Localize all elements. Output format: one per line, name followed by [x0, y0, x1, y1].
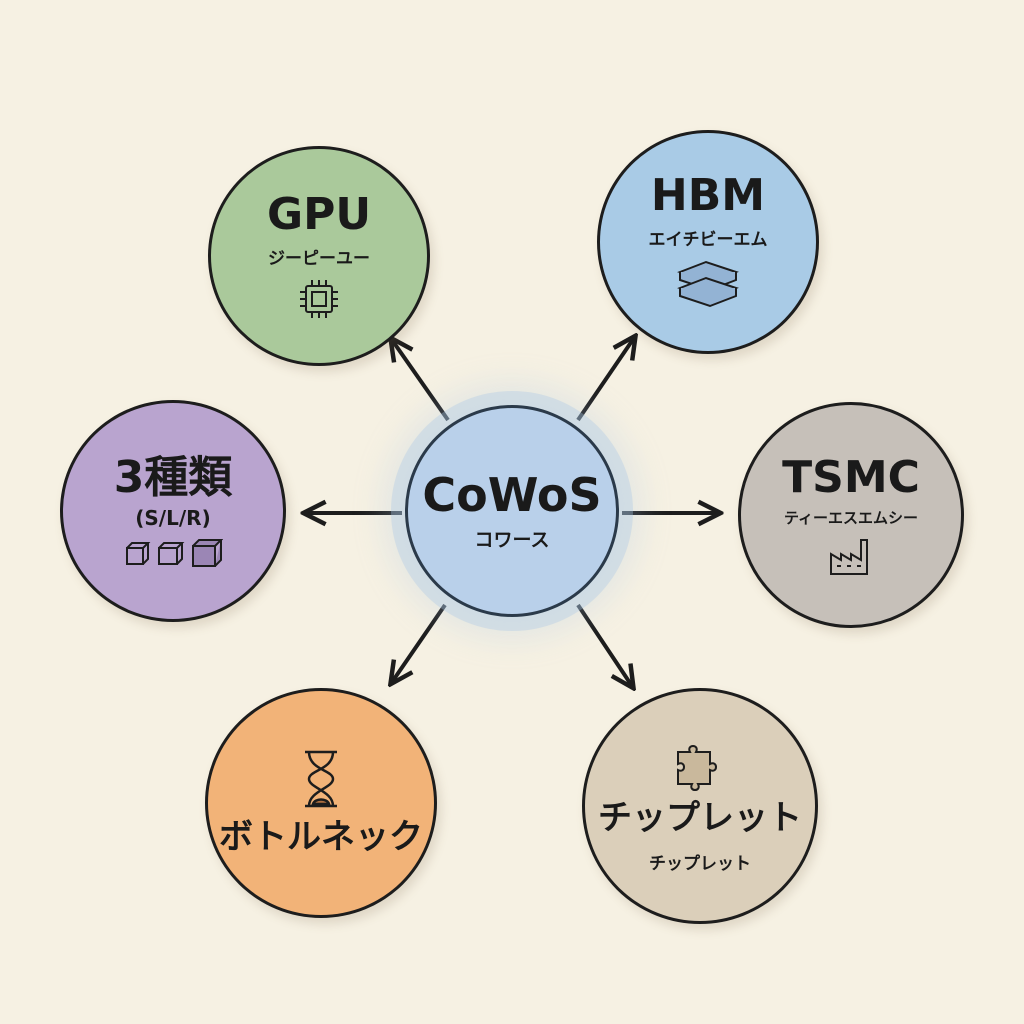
- node-types: 3種類 (S/L/R): [60, 400, 286, 622]
- factory-icon: [830, 538, 868, 575]
- node-hbm: HBM エイチビーエム: [597, 130, 819, 354]
- node-title: 3種類: [113, 451, 233, 503]
- hourglass-icon: [305, 751, 337, 808]
- chip-icon: [300, 279, 338, 318]
- node-bottleneck: ボトルネック: [205, 688, 437, 918]
- node-reading: エイチビーエム: [648, 229, 768, 250]
- arrow-to-chiplet: [576, 603, 632, 686]
- center-title: CoWoS: [422, 468, 602, 523]
- node-chiplet: チップレット チップレット: [582, 688, 818, 924]
- node-tsmc: TSMC ティーエスエムシー: [738, 402, 964, 628]
- arrow-to-gpu: [392, 340, 450, 422]
- node-reading: ティーエスエムシー: [783, 508, 919, 527]
- center-reading: コワース: [474, 528, 550, 551]
- node-title: TSMC: [782, 452, 920, 504]
- cubes-icon: [126, 539, 223, 568]
- node-title: ボトルネック: [219, 817, 423, 858]
- node-title: HBM: [650, 170, 766, 222]
- node-cowos: CoWoS コワース: [405, 405, 619, 617]
- node-reading: (S/L/R): [135, 506, 211, 531]
- arrow-to-hbm: [576, 338, 634, 422]
- memory-stack-icon: [677, 260, 739, 307]
- node-gpu: GPU ジーピーユー: [208, 146, 430, 366]
- arrow-to-bottleneck: [392, 603, 447, 682]
- node-reading: チップレット: [649, 854, 751, 875]
- node-title: GPU: [266, 189, 372, 241]
- node-title: チップレット: [598, 797, 802, 838]
- node-reading: ジーピーユー: [268, 248, 370, 269]
- puzzle-icon: [677, 744, 717, 791]
